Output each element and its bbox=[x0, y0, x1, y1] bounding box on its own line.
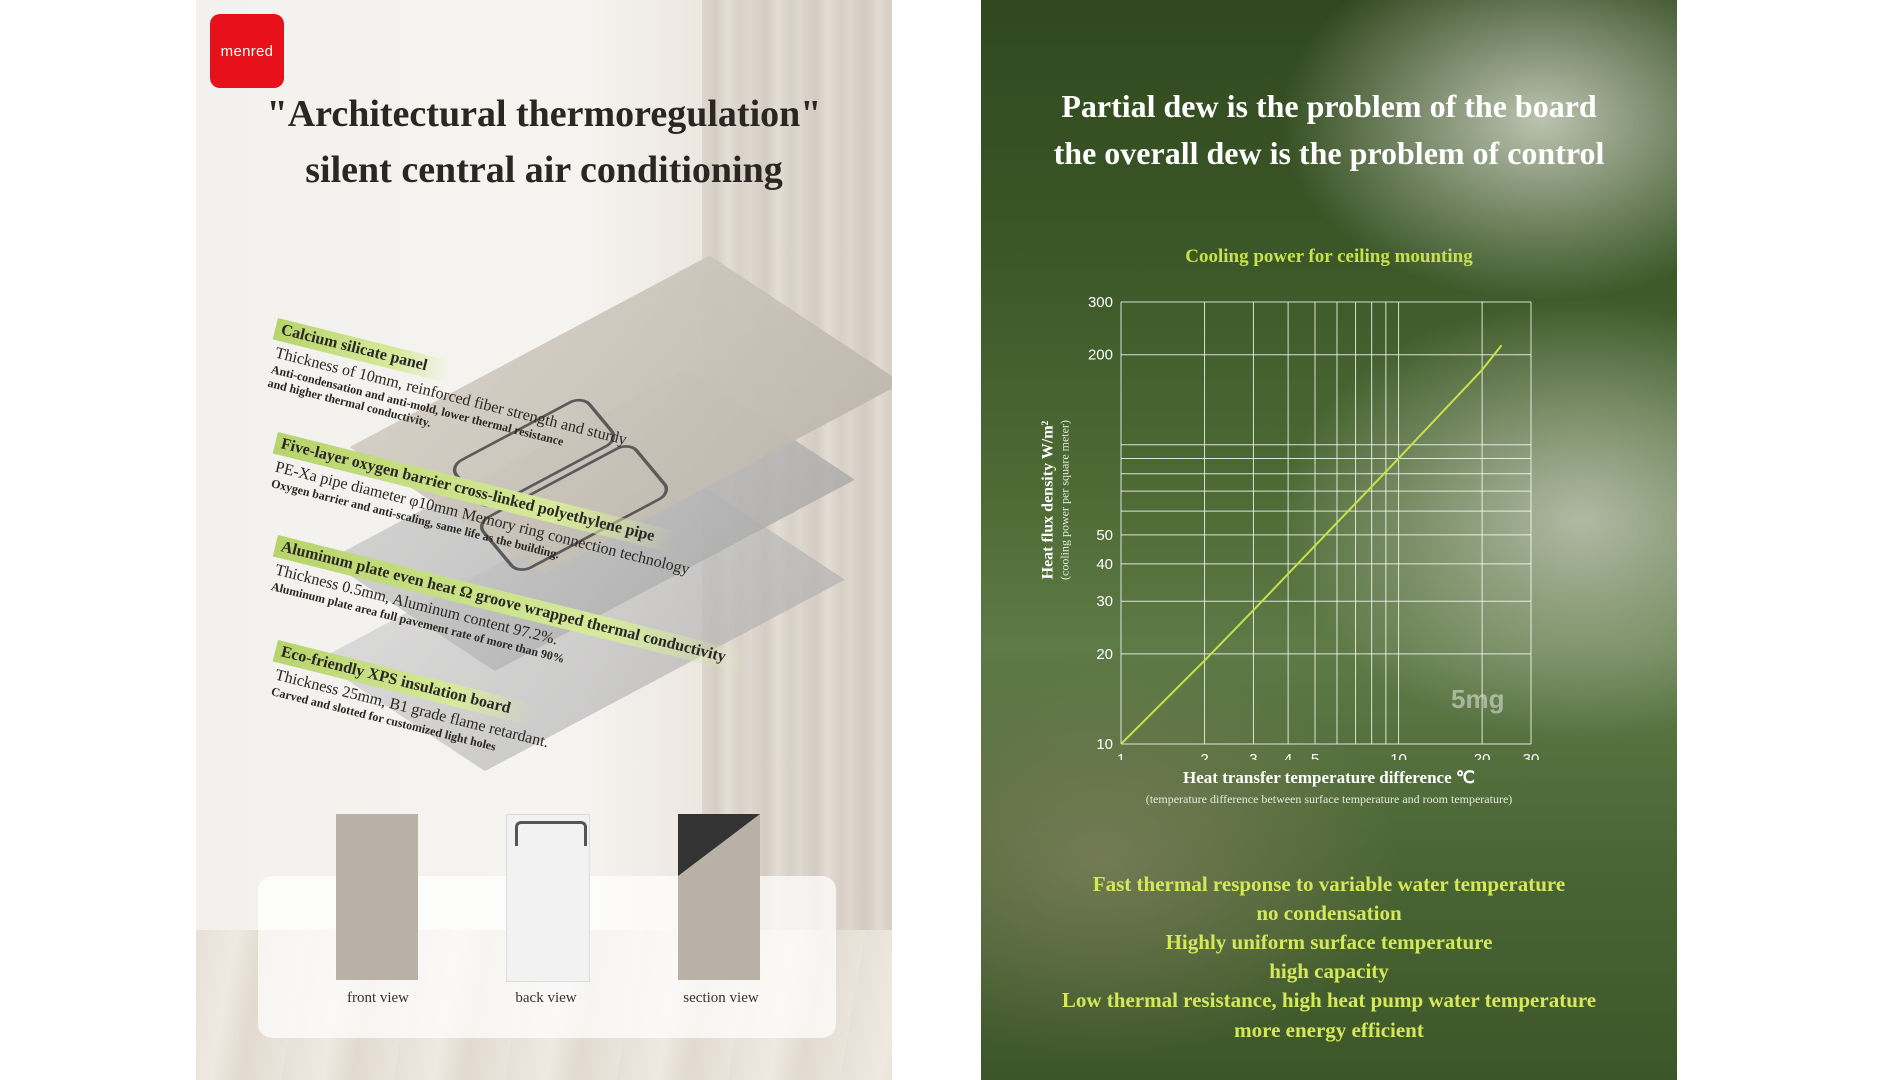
chart-grid bbox=[1120, 301, 1532, 745]
x-tick-label: 30 bbox=[1523, 751, 1540, 760]
back-view-caption: back view bbox=[515, 990, 577, 1006]
pipe-bracket-icon bbox=[515, 821, 587, 846]
y-tick-label: 10 bbox=[1096, 736, 1113, 753]
y-tick-label: 30 bbox=[1096, 593, 1113, 610]
chart-poster: Partial dew is the problem of the board … bbox=[981, 0, 1677, 1080]
cooling-power-chart: 1 2 3 4 5 10 20 30 10 20 30 40 50 200 300 bbox=[1088, 294, 1540, 760]
feature-line: Low thermal resistance, high heat pump w… bbox=[1061, 988, 1597, 1012]
feature-line: more energy efficient bbox=[1234, 1018, 1424, 1042]
feature-line: Highly uniform surface temperature bbox=[1165, 930, 1493, 954]
series-line bbox=[1120, 344, 1503, 745]
views-panel: front view back view section view bbox=[258, 814, 836, 1038]
menred-logo: menred bbox=[210, 14, 284, 88]
section-corner bbox=[678, 814, 760, 876]
y-tick-label: 300 bbox=[1088, 294, 1113, 311]
x-tick-label: 5 bbox=[1311, 751, 1319, 760]
front-view-image bbox=[336, 814, 418, 980]
poster-title-line2: silent central air conditioning bbox=[305, 149, 783, 191]
poster-title-line1: "Architectural thermoregulation" bbox=[266, 93, 822, 135]
x-tick-label: 20 bbox=[1474, 751, 1491, 760]
poster-title-line2: the overall dew is the problem of contro… bbox=[1053, 135, 1605, 171]
x-axis-title: Heat transfer temperature difference ℃ bbox=[1183, 768, 1475, 787]
x-axis-subtitle: (temperature difference between surface … bbox=[1145, 792, 1513, 806]
feature-line: high capacity bbox=[1269, 959, 1389, 983]
y-tick-label: 20 bbox=[1096, 646, 1113, 663]
feature-line: Fast thermal response to variable water … bbox=[1092, 872, 1566, 896]
x-axis-ticks: 1 2 3 4 5 10 20 30 bbox=[1117, 751, 1540, 760]
y-axis-subtitle: (cooling power per square meter) bbox=[1057, 420, 1072, 580]
x-tick-label: 3 bbox=[1249, 751, 1257, 760]
poster-title-line1: Partial dew is the problem of the board bbox=[1061, 88, 1597, 124]
watermark: 5mg bbox=[1451, 684, 1505, 714]
y-axis-title: Heat flux density W/m² bbox=[1039, 420, 1057, 580]
product-poster: menred "Architectural thermoregulation" … bbox=[196, 0, 892, 1080]
x-tick-label: 1 bbox=[1117, 751, 1125, 760]
back-view-image bbox=[506, 814, 590, 982]
x-tick-label: 2 bbox=[1200, 751, 1208, 760]
feature-line: no condensation bbox=[1256, 901, 1402, 925]
y-tick-label: 200 bbox=[1088, 347, 1113, 364]
y-axis-label: Heat flux density W/m² (cooling power pe… bbox=[1040, 350, 1073, 650]
x-tick-label: 4 bbox=[1284, 751, 1292, 760]
y-axis-ticks: 10 20 30 40 50 200 300 bbox=[1088, 294, 1113, 753]
section-view-image bbox=[678, 814, 760, 980]
y-tick-label: 50 bbox=[1096, 527, 1113, 544]
front-view-caption: front view bbox=[346, 990, 410, 1006]
chart-title: Cooling power for ceiling mounting bbox=[1185, 246, 1473, 267]
x-tick-label: 10 bbox=[1390, 751, 1407, 760]
section-view-caption: section view bbox=[683, 990, 759, 1006]
y-tick-label: 40 bbox=[1096, 556, 1113, 573]
